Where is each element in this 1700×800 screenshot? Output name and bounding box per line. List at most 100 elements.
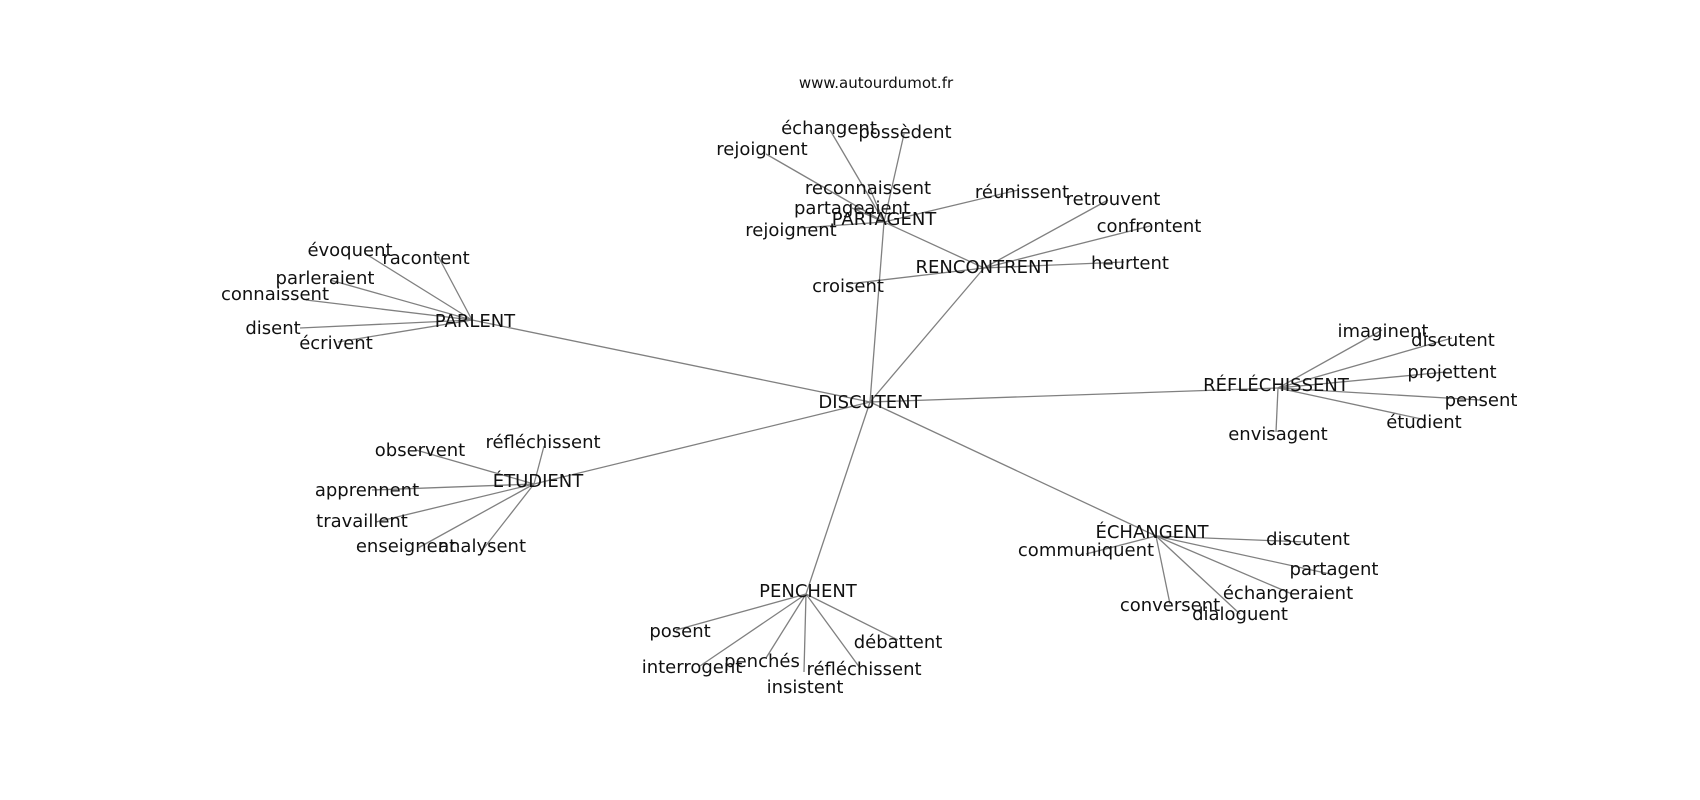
edge-reflechissent-leaf-5 [1275,387,1279,433]
leaf-label-echangent-5[interactable]: conversent [1120,595,1220,616]
edge-penchent-leaf-3 [803,593,807,673]
leaf-label-echangent-0[interactable]: communiquent [1018,540,1154,561]
leaf-label-parlent-2[interactable]: parleraient [276,268,375,289]
leaf-label-parlent-1[interactable]: racontent [382,248,469,269]
edges-layer [299,129,1481,673]
edge-echangent-leaf-5 [1155,535,1171,605]
edge-center-penchent [805,401,871,595]
leaf-label-parlent-4[interactable]: disent [245,318,300,339]
edge-reflechissent-leaf-3 [1277,387,1481,401]
edge-echangent-leaf-4 [1155,535,1241,615]
leaf-label-parlent-5[interactable]: écrivent [299,333,373,354]
edge-penchent-leaf-1 [699,593,807,667]
leaf-label-reflechissent-5[interactable]: envisagent [1228,424,1328,445]
leaf-label-penchent-4[interactable]: réfléchissent [806,659,921,680]
leaf-label-etudient-5[interactable]: analysent [438,536,526,557]
leaf-label-etudient-4[interactable]: enseignent [356,536,456,557]
edge-rencontrent-leaf-3 [847,267,985,285]
hub-label-parlent[interactable]: PARLENT [435,311,516,332]
edge-etudient-leaf-3 [375,483,535,523]
leaf-label-partagent-4[interactable]: réunissent [975,182,1069,203]
edge-penchent-leaf-2 [765,593,807,659]
hub-label-reflechissent[interactable]: RÉFLÉCHISSENT [1203,374,1350,396]
leaf-label-partagent-5[interactable]: partageaient [794,198,910,219]
leaf-label-etudient-3[interactable]: travaillent [316,511,408,532]
edge-echangent-leaf-1 [1155,535,1307,543]
leaf-label-rencontrent-2[interactable]: heurtent [1091,253,1169,274]
leaf-label-reflechissent-0[interactable]: imaginent [1338,321,1429,342]
edge-parlent-leaf-2 [329,279,473,321]
edge-partagent-leaf-5 [851,207,885,223]
leaf-label-echangent-4[interactable]: dialoguent [1192,604,1288,625]
edge-partagent-leaf-3 [867,183,885,223]
edge-parlent-leaf-3 [305,299,473,321]
leaf-label-partagent-1[interactable]: échangent [781,118,877,139]
edge-center-echangent [869,401,1157,537]
edge-parlent-leaf-0 [365,253,473,321]
hub-label-echangent[interactable]: ÉCHANGENT [1095,521,1209,543]
leaf-label-rencontrent-3[interactable]: croisent [812,276,884,297]
edge-reflechissent-leaf-4 [1277,387,1427,421]
edge-reflechissent-leaf-1 [1277,337,1453,389]
leaf-label-echangent-2[interactable]: partagent [1290,559,1379,580]
edge-partagent-rencontrent [883,221,985,269]
leaf-label-etudient-1[interactable]: réfléchissent [485,432,600,453]
leaf-label-partagent-3[interactable]: reconnaissent [805,178,931,199]
leaf-label-partagent-0[interactable]: rejoignent [716,139,807,160]
leaf-label-reflechissent-1[interactable]: discutent [1411,330,1495,351]
edge-etudient-leaf-2 [371,483,535,491]
center-word-label[interactable]: DISCUTENT [818,392,922,413]
edge-center-reflechissent [869,387,1279,403]
edge-penchent-leaf-0 [675,593,807,631]
edge-etudient-leaf-5 [483,483,535,549]
edge-center-parlent [471,319,871,403]
edge-partagent-leaf-2 [883,133,905,223]
edge-echangent-leaf-3 [1155,535,1293,595]
leaf-label-reflechissent-4[interactable]: étudient [1386,412,1462,433]
edge-partagent-leaf-1 [829,129,885,223]
leaf-label-partagent-2[interactable]: possèdent [858,122,951,143]
leaf-label-rencontrent-0[interactable]: retrouvent [1066,189,1161,210]
edge-center-etudient [533,401,871,485]
leaf-label-etudient-2[interactable]: apprennent [315,480,419,501]
edge-partagent-leaf-6 [799,221,885,229]
edge-reflechissent-leaf-2 [1277,371,1447,389]
leaf-label-echangent-3[interactable]: échangeraient [1223,583,1353,604]
edge-penchent-leaf-4 [805,593,861,669]
leaf-label-parlent-3[interactable]: connaissent [221,284,329,305]
leaf-label-penchent-3[interactable]: insistent [767,677,844,698]
edge-etudient-leaf-4 [417,483,535,549]
leaf-label-parlent-0[interactable]: évoquent [307,240,392,261]
hub-label-penchent[interactable]: PENCHENT [759,581,858,602]
edge-partagent-leaf-0 [765,153,885,223]
leaf-label-penchent-1[interactable]: interrogent [642,657,743,678]
source-label: www.autourdumot.fr [799,74,954,92]
hub-label-partagent[interactable]: PARTAGENT [832,209,938,230]
edge-echangent-leaf-2 [1155,535,1331,575]
edge-echangent-leaf-0 [1085,535,1157,555]
edge-center-rencontrent [869,267,985,403]
edge-rencontrent-leaf-0 [983,199,1109,269]
hub-label-rencontrent[interactable]: RENCONTRENT [916,257,1054,278]
edge-parlent-leaf-4 [299,319,473,329]
edge-center-partagent [869,221,885,403]
leaf-label-echangent-1[interactable]: discutent [1266,529,1350,550]
leaf-label-penchent-5[interactable]: débattent [854,632,943,653]
hub-label-etudient[interactable]: ÉTUDIENT [493,470,585,492]
edge-reflechissent-leaf-0 [1277,329,1383,389]
leaf-label-etudient-0[interactable]: observent [375,440,465,461]
edge-etudient-leaf-0 [415,449,535,485]
edge-partagent-leaf-4 [883,189,1019,223]
leaf-label-penchent-0[interactable]: posent [649,621,710,642]
edge-penchent-leaf-5 [805,593,899,641]
leaf-label-penchent-2[interactable]: penchés [724,651,800,672]
edge-etudient-leaf-1 [533,445,545,485]
edge-rencontrent-leaf-2 [983,261,1125,269]
leaf-label-rencontrent-1[interactable]: confrontent [1097,216,1202,237]
leaf-label-reflechissent-3[interactable]: pensent [1445,390,1518,411]
leaf-label-reflechissent-2[interactable]: projettent [1407,362,1496,383]
edge-rencontrent-leaf-1 [983,225,1151,269]
leaf-label-partagent-6[interactable]: rejoignent [745,220,836,241]
